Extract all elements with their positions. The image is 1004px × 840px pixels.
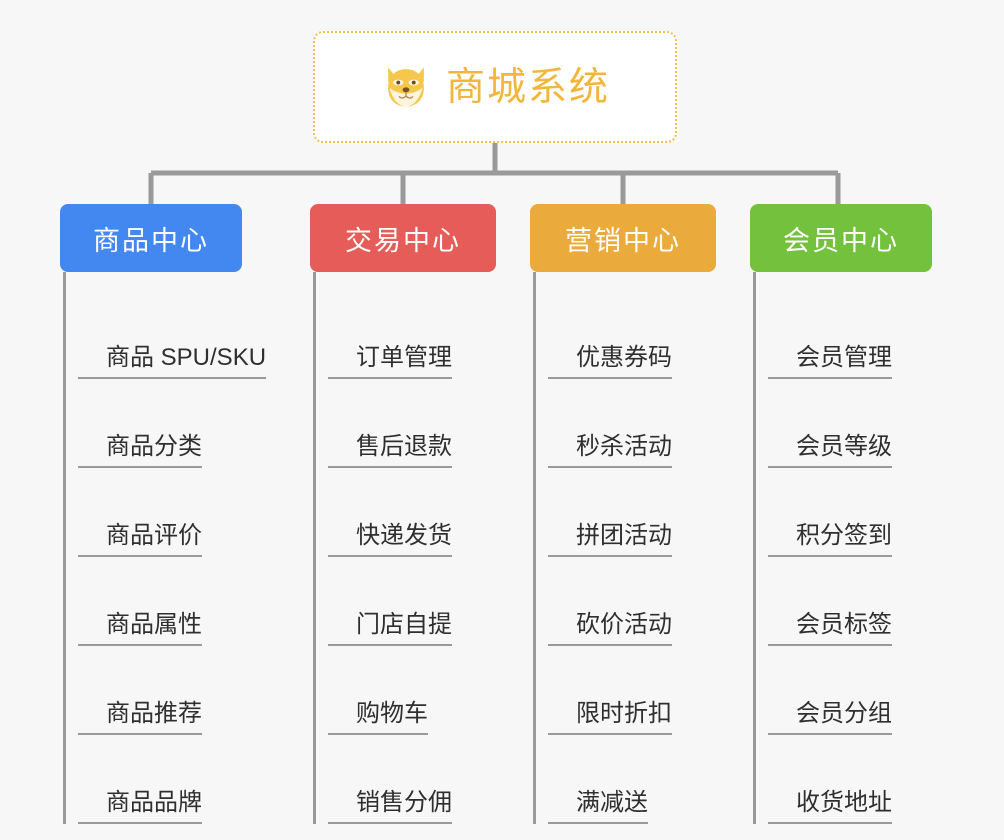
sub-item-label: 满减送 bbox=[548, 789, 648, 824]
branch-head-label: 交易中心 bbox=[345, 225, 461, 256]
list-item[interactable]: 商品评价 bbox=[66, 468, 280, 557]
sub-item-label: 商品分类 bbox=[78, 433, 202, 468]
sub-item-label: 商品 SPU/SKU bbox=[78, 344, 267, 379]
list-item[interactable]: 购物车 bbox=[316, 646, 530, 735]
list-item[interactable]: 优惠券码 bbox=[536, 290, 750, 379]
list-item[interactable]: 会员标签 bbox=[756, 557, 970, 646]
list-item[interactable]: 收货地址 bbox=[756, 735, 970, 824]
list-item[interactable]: 商品属性 bbox=[66, 557, 280, 646]
branch-column-trade: 交易中心 订单管理 售后退款 快递发货 门店自提 购物车 销售分佣 bbox=[310, 204, 530, 824]
sub-item-label: 会员管理 bbox=[768, 344, 892, 379]
sub-item-label: 售后退款 bbox=[328, 433, 452, 468]
sub-item-label: 商品评价 bbox=[78, 522, 202, 557]
list-item[interactable]: 会员等级 bbox=[756, 379, 970, 468]
sub-item-label: 商品品牌 bbox=[78, 789, 202, 824]
list-item[interactable]: 会员分组 bbox=[756, 646, 970, 735]
sub-item-label: 收货地址 bbox=[768, 789, 892, 824]
sub-item-label: 快递发货 bbox=[328, 522, 452, 557]
list-item[interactable]: 商品分类 bbox=[66, 379, 280, 468]
sub-item-label: 会员标签 bbox=[768, 611, 892, 646]
list-item[interactable]: 会员管理 bbox=[756, 290, 970, 379]
sub-item-label: 商品属性 bbox=[78, 611, 202, 646]
branch-sub-list: 商品 SPU/SKU 商品分类 商品评价 商品属性 商品推荐 商品品牌 bbox=[63, 272, 280, 824]
sub-item-label: 限时折扣 bbox=[548, 700, 672, 735]
branch-sub-list: 优惠券码 秒杀活动 拼团活动 砍价活动 限时折扣 满减送 bbox=[533, 272, 750, 824]
list-item[interactable]: 订单管理 bbox=[316, 290, 530, 379]
list-item[interactable]: 销售分佣 bbox=[316, 735, 530, 824]
sub-item-label: 会员分组 bbox=[768, 700, 892, 735]
branch-head-product[interactable]: 商品中心 bbox=[60, 204, 242, 272]
sub-item-label: 门店自提 bbox=[328, 611, 452, 646]
list-item[interactable]: 商品品牌 bbox=[66, 735, 280, 824]
sub-item-label: 销售分佣 bbox=[328, 789, 452, 824]
branch-sub-list: 订单管理 售后退款 快递发货 门店自提 购物车 销售分佣 bbox=[313, 272, 530, 824]
branch-column-marketing: 营销中心 优惠券码 秒杀活动 拼团活动 砍价活动 限时折扣 满减送 bbox=[530, 204, 750, 824]
branch-head-label: 商品中心 bbox=[93, 225, 209, 256]
sub-item-label: 会员等级 bbox=[768, 433, 892, 468]
list-item[interactable]: 门店自提 bbox=[316, 557, 530, 646]
branch-head-member[interactable]: 会员中心 bbox=[750, 204, 932, 272]
sub-item-label: 订单管理 bbox=[328, 344, 452, 379]
sub-item-label: 购物车 bbox=[328, 700, 428, 735]
branch-column-member: 会员中心 会员管理 会员等级 积分签到 会员标签 会员分组 收货地址 bbox=[750, 204, 970, 824]
list-item[interactable]: 商品 SPU/SKU bbox=[66, 290, 280, 379]
branch-head-label: 营销中心 bbox=[565, 225, 681, 256]
list-item[interactable]: 售后退款 bbox=[316, 379, 530, 468]
branch-head-marketing[interactable]: 营销中心 bbox=[530, 204, 716, 272]
branch-head-label: 会员中心 bbox=[783, 225, 899, 256]
root-node[interactable]: 商城系统 bbox=[313, 31, 677, 143]
branch-head-trade[interactable]: 交易中心 bbox=[310, 204, 496, 272]
list-item[interactable]: 拼团活动 bbox=[536, 468, 750, 557]
branch-column-product: 商品中心 商品 SPU/SKU 商品分类 商品评价 商品属性 商品推荐 商品品牌 bbox=[60, 204, 280, 824]
root-title: 商城系统 bbox=[445, 65, 610, 109]
shiba-dog-icon bbox=[388, 67, 424, 107]
list-item[interactable]: 商品推荐 bbox=[66, 646, 280, 735]
sub-item-label: 拼团活动 bbox=[548, 522, 672, 557]
sub-item-label: 商品推荐 bbox=[78, 700, 202, 735]
list-item[interactable]: 满减送 bbox=[536, 735, 750, 824]
list-item[interactable]: 秒杀活动 bbox=[536, 379, 750, 468]
list-item[interactable]: 砍价活动 bbox=[536, 557, 750, 646]
list-item[interactable]: 限时折扣 bbox=[536, 646, 750, 735]
list-item[interactable]: 快递发货 bbox=[316, 468, 530, 557]
branch-sub-list: 会员管理 会员等级 积分签到 会员标签 会员分组 收货地址 bbox=[753, 272, 970, 824]
sub-item-label: 砍价活动 bbox=[548, 611, 672, 646]
sub-item-label: 积分签到 bbox=[768, 522, 892, 557]
list-item[interactable]: 积分签到 bbox=[756, 468, 970, 557]
sub-item-label: 秒杀活动 bbox=[548, 433, 672, 468]
sub-item-label: 优惠券码 bbox=[548, 344, 672, 379]
